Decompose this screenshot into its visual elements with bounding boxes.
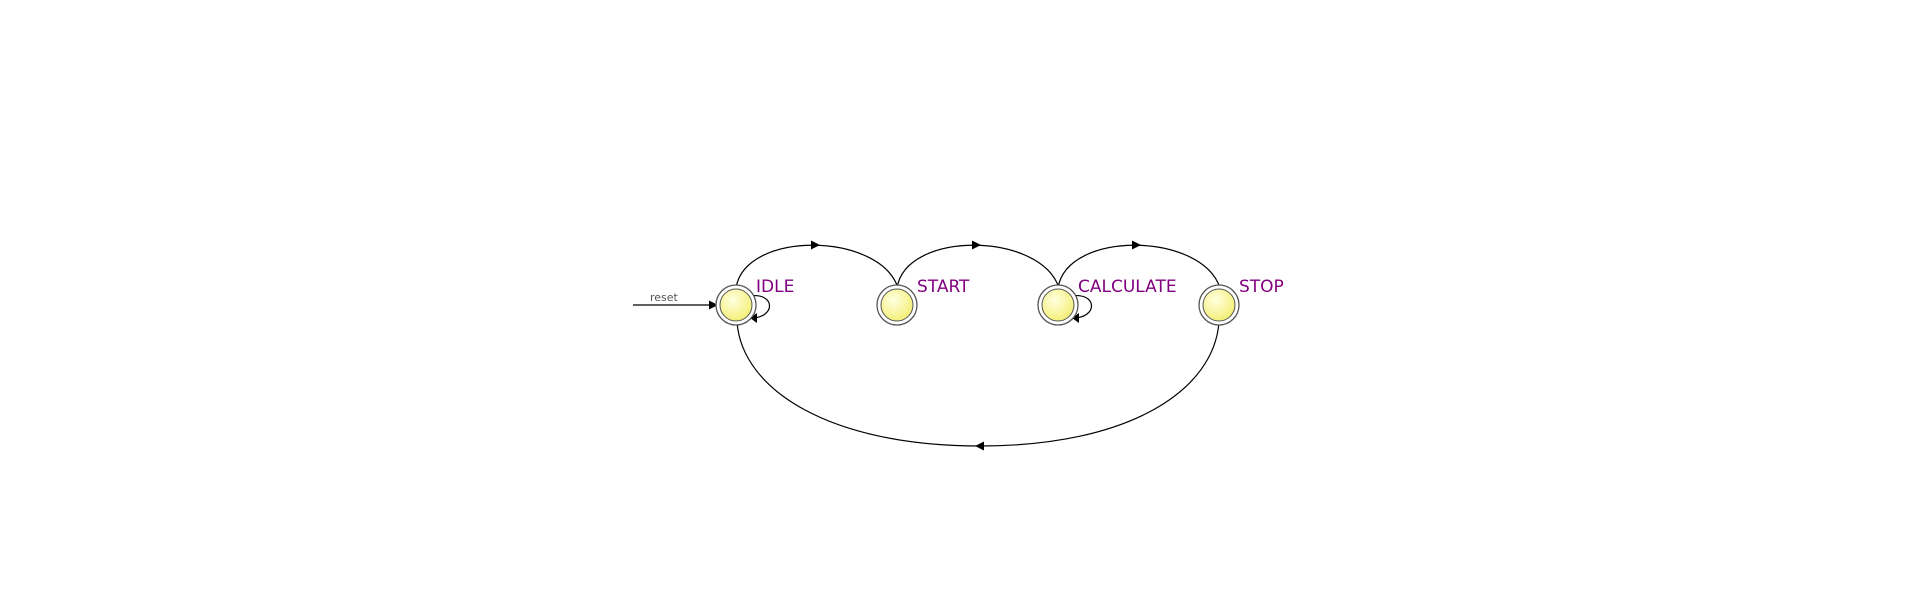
arrowhead-start-calculate (972, 240, 981, 250)
state-label-start: START (917, 277, 970, 297)
arrowhead-stop-idle (975, 441, 984, 451)
arrowhead-idle-self (750, 313, 757, 323)
arrowhead-calculate-self (1072, 313, 1079, 323)
state-label-calculate: CALCULATE (1078, 277, 1177, 297)
state-stop-inner (1202, 288, 1236, 322)
reset-label: reset (650, 291, 679, 304)
state-calculate[interactable] (1037, 284, 1079, 326)
reset-transition[interactable] (633, 300, 718, 310)
arrowhead-calculate-stop (1132, 240, 1141, 250)
state-start-inner (880, 288, 914, 322)
arrowhead-idle-start (811, 240, 820, 250)
state-stop[interactable] (1198, 284, 1240, 326)
transition-start-to-calculate[interactable] (896, 240, 1060, 289)
reset-arrowhead (709, 300, 718, 310)
transition-idle-self-loop[interactable] (748, 295, 770, 323)
transition-stop-to-idle[interactable] (736, 321, 1220, 451)
state-idle[interactable] (715, 284, 757, 326)
state-label-stop: STOP (1239, 277, 1284, 297)
state-start[interactable] (876, 284, 918, 326)
state-idle-inner (719, 288, 753, 322)
transition-calculate-to-stop[interactable] (1057, 240, 1221, 289)
transition-idle-to-start[interactable] (735, 240, 899, 289)
state-label-idle: IDLE (756, 277, 794, 297)
transition-calculate-self-loop[interactable] (1070, 295, 1092, 323)
state-calculate-inner (1041, 288, 1075, 322)
